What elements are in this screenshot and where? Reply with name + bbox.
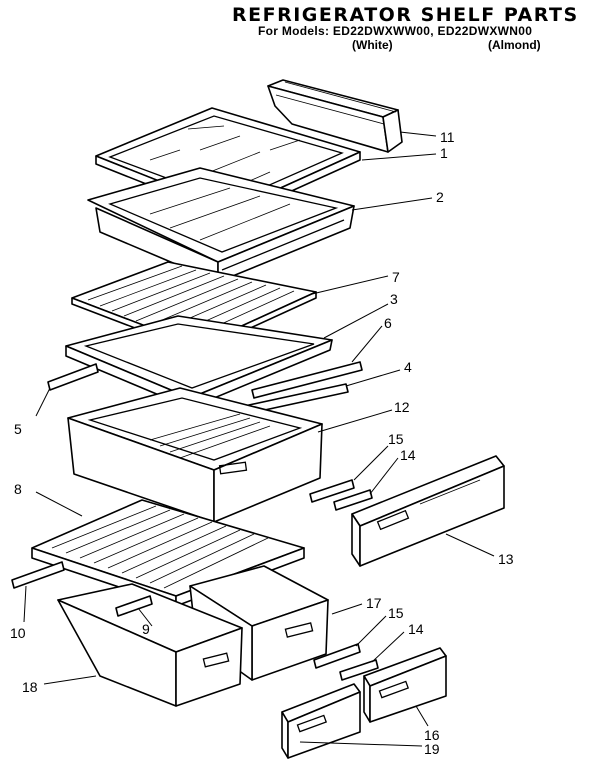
variant-white: (White) <box>352 38 393 52</box>
leader-5 <box>35 387 51 417</box>
leader-13 <box>445 533 495 557</box>
model-numbers: For Models: ED22DWXWW00, ED22DWXWN00 <box>258 24 533 38</box>
leader-3 <box>323 303 389 339</box>
part-16-drawer-front <box>363 647 447 723</box>
callout-17: 17 <box>366 595 382 611</box>
leader-18 <box>43 675 97 685</box>
leader-1 <box>361 153 437 161</box>
leader-14a <box>369 457 399 495</box>
callout-13: 13 <box>498 551 514 567</box>
callout-12: 12 <box>394 399 410 415</box>
part-15-bracket-lower <box>313 643 361 669</box>
leader-9 <box>137 607 153 627</box>
leader-15a <box>353 445 389 481</box>
leader-16 <box>415 705 429 727</box>
part-19-drawer-front <box>281 683 361 759</box>
leader-17 <box>331 603 363 615</box>
leader-11 <box>399 131 437 137</box>
part-2-shelf-frame <box>87 167 355 283</box>
leader-7 <box>311 275 389 295</box>
part-6-rail <box>251 361 363 399</box>
diagram-title: REFRIGERATOR SHELF PARTS <box>232 4 579 26</box>
leader-12 <box>317 409 393 433</box>
callout-2: 2 <box>436 189 444 205</box>
part-14-bracket-upper <box>333 489 373 511</box>
callout-7: 7 <box>392 269 400 285</box>
callout-1: 1 <box>440 145 448 161</box>
callout-8: 8 <box>14 481 22 497</box>
callout-labels: 11 1 2 7 3 6 4 12 5 15 14 13 8 10 9 17 1… <box>10 129 514 757</box>
callout-9: 9 <box>142 621 150 637</box>
callout-16: 16 <box>424 727 440 743</box>
callout-19: 19 <box>424 741 440 757</box>
part-13-crisper-front <box>351 455 505 567</box>
leader-15b <box>355 615 387 647</box>
variant-almond: (Almond) <box>488 38 541 52</box>
leader-8 <box>35 491 83 517</box>
callout-5: 5 <box>14 421 22 437</box>
callout-15a: 15 <box>388 431 404 447</box>
part-12-crisper-drawer <box>67 387 323 523</box>
callout-10: 10 <box>10 625 26 641</box>
leader-4 <box>345 369 401 387</box>
part-9-bracket <box>115 595 153 617</box>
part-5-rail <box>47 363 99 391</box>
part-17-drawer <box>189 565 329 681</box>
callout-14b: 14 <box>408 621 424 637</box>
leader-lines <box>23 131 495 747</box>
leader-6 <box>351 325 383 363</box>
part-10-rail <box>11 561 65 589</box>
callout-15b: 15 <box>388 605 404 621</box>
part-14-bracket-lower <box>339 659 379 681</box>
leader-14b <box>371 631 405 663</box>
part-15-bracket-upper <box>309 479 355 503</box>
leader-19 <box>299 741 423 747</box>
callout-3: 3 <box>390 291 398 307</box>
callout-6: 6 <box>384 315 392 331</box>
leader-2 <box>351 197 433 211</box>
part-18-drawer <box>57 583 243 707</box>
callout-4: 4 <box>404 359 412 375</box>
callout-14a: 14 <box>400 447 416 463</box>
leader-10 <box>23 585 27 623</box>
callout-11: 11 <box>440 129 455 145</box>
callout-18: 18 <box>22 679 38 695</box>
part-11-dairy-bin <box>267 79 403 153</box>
